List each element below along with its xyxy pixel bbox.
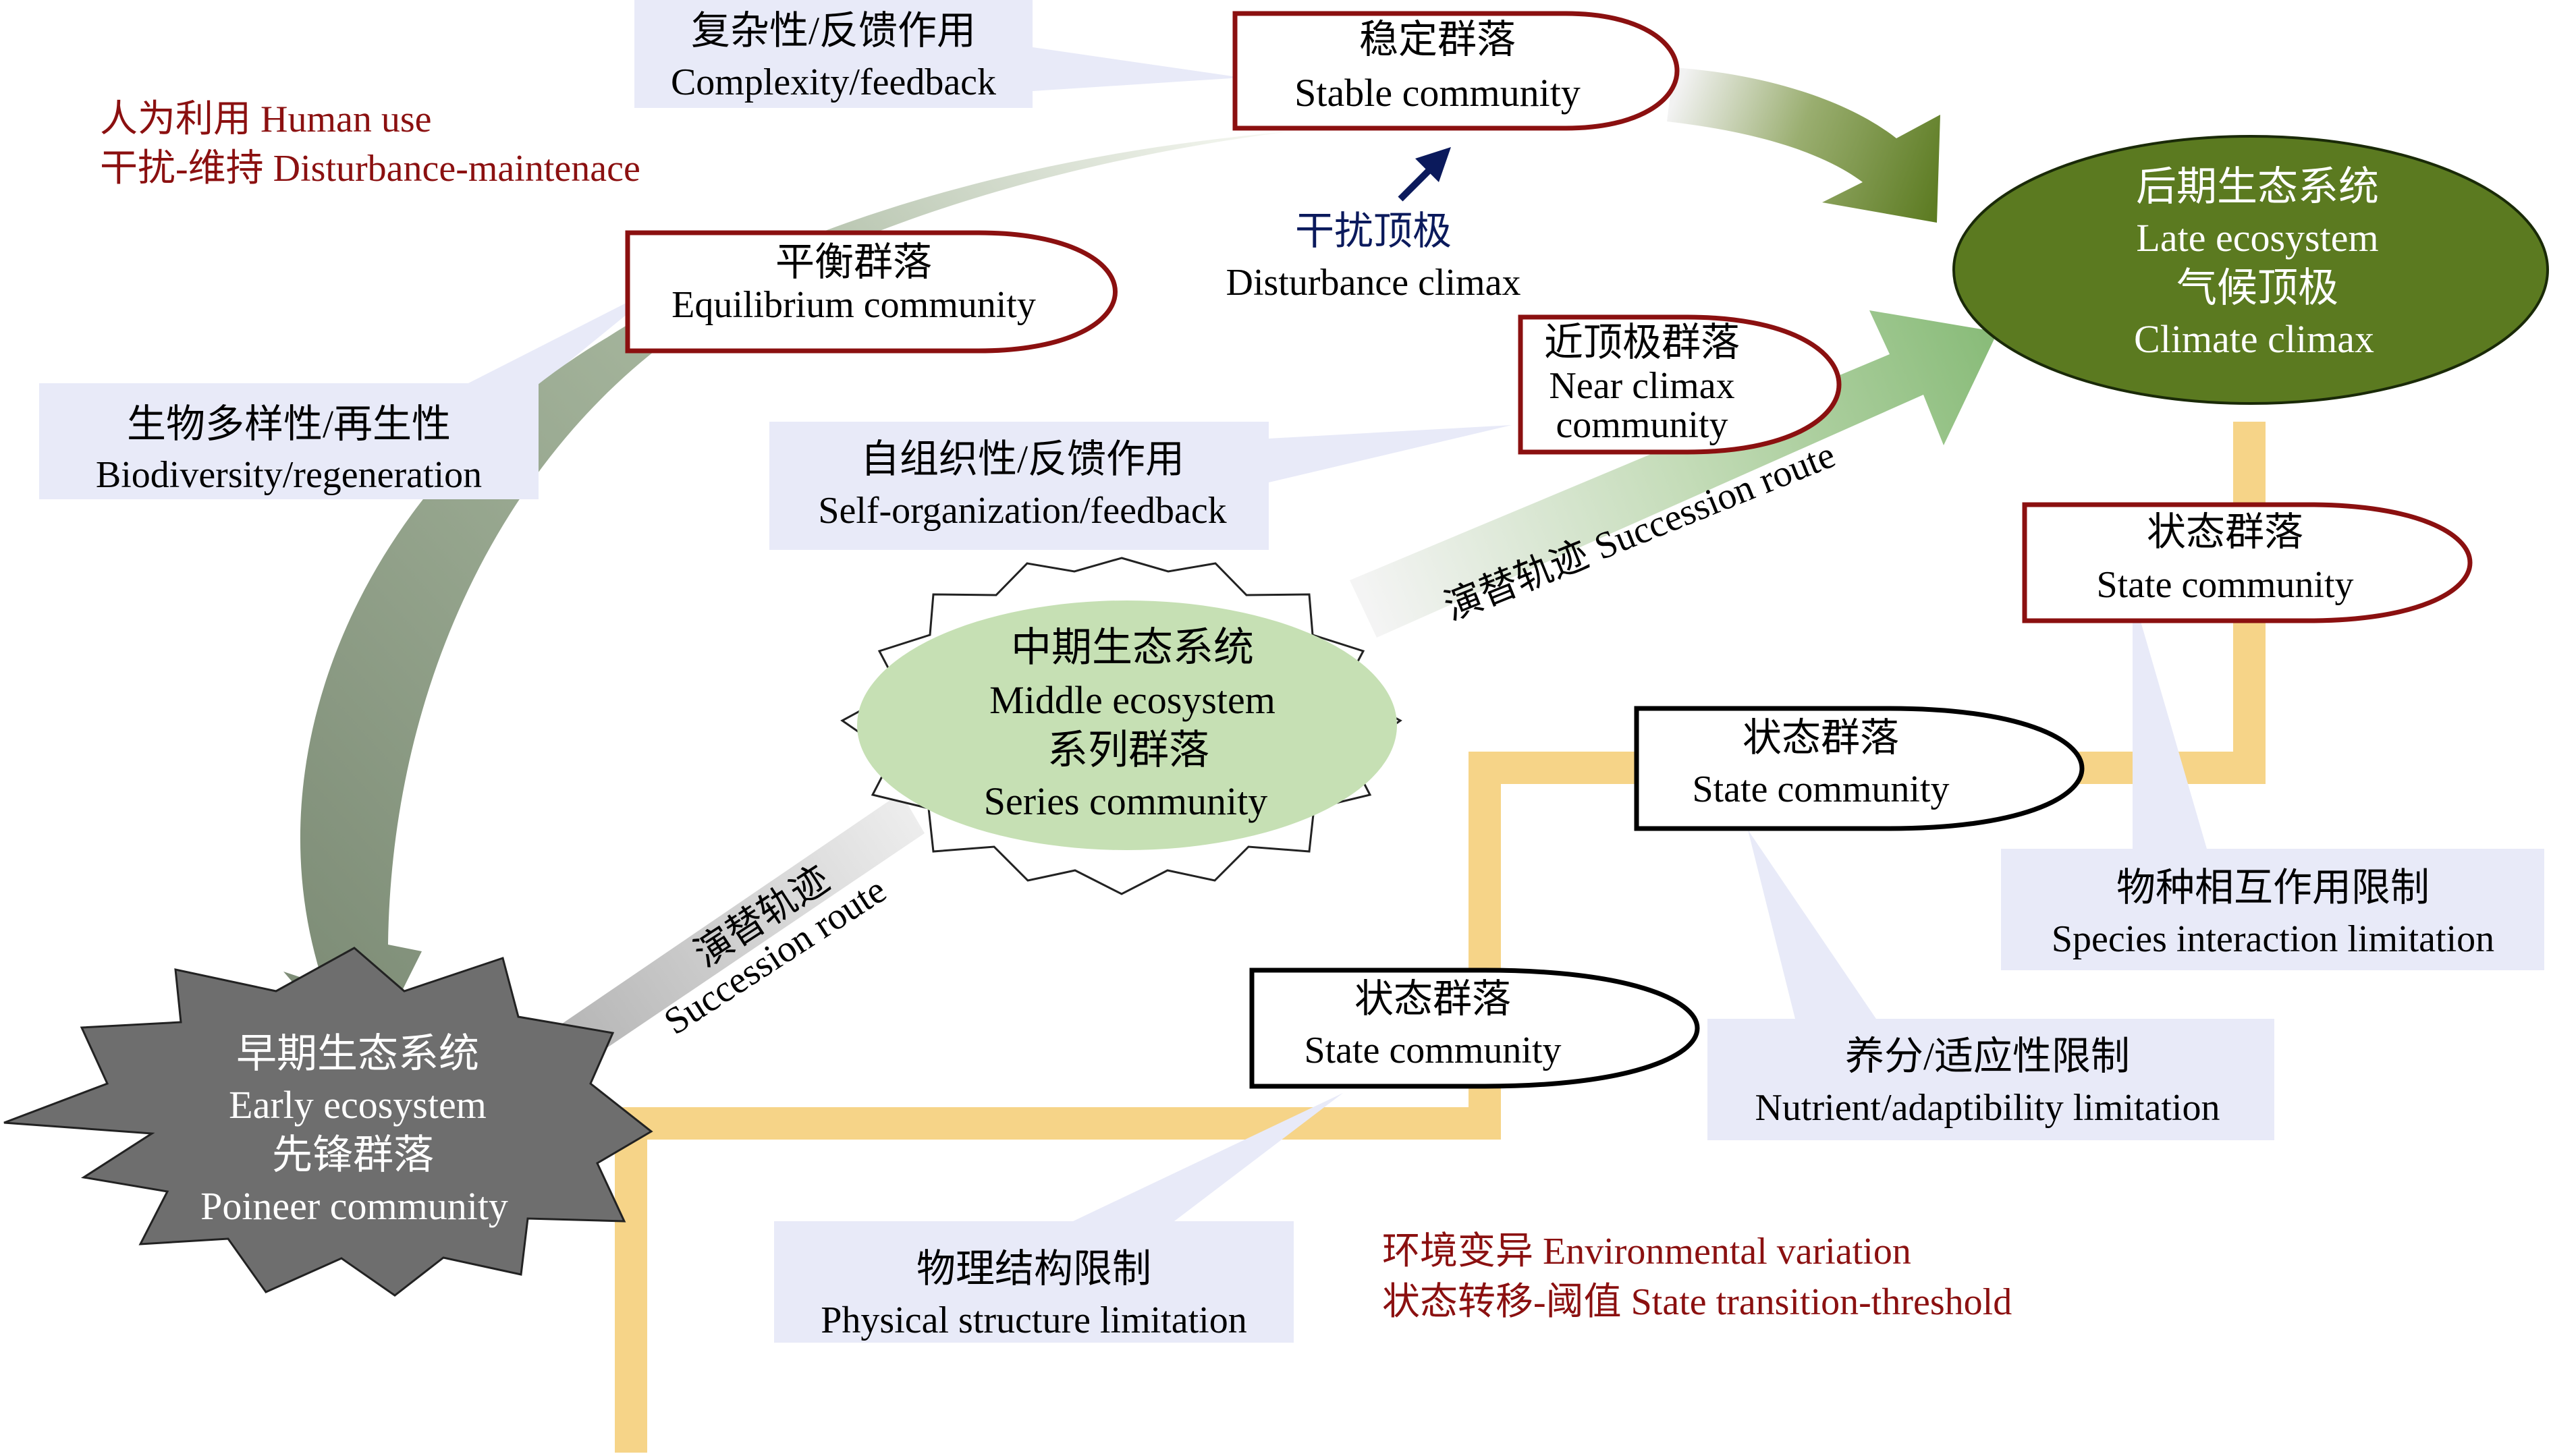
species-label-en: Species interaction limitation (2052, 918, 2494, 960)
near-climax-en2: community (1556, 404, 1728, 446)
middle-ecosystem-node (857, 600, 1397, 850)
late-ecosystem-zh2: 气候顶极 (2176, 266, 2338, 310)
selforg-callout-wedge (1269, 425, 1512, 482)
environmental-variation-staircase (615, 422, 2266, 1453)
near-climax-zh: 近顶极群落 (1544, 320, 1740, 364)
complexity-label-box (634, 0, 1033, 108)
equilibrium-community-shape (625, 230, 1118, 354)
disturbance-climax-en: Disturbance climax (1226, 262, 1521, 304)
biodiversity-label-box (39, 383, 539, 499)
near-climax-community-shape (1518, 314, 1842, 455)
succession-route-lower-band (520, 793, 925, 1086)
species-callout-wedge (2133, 594, 2207, 849)
disturbance-climax-zh: 干扰顶极 (1295, 209, 1452, 253)
state-community-mid-en: State community (1692, 768, 1949, 810)
environment-line2: 状态转移-阈值 State transition-threshold (1382, 1281, 2012, 1323)
early-ecosystem-zh2: 先锋群落 (272, 1133, 434, 1177)
late-ecosystem-node (1952, 135, 2549, 405)
stable-community-shape (1232, 11, 1680, 131)
state-community-low-en: State community (1304, 1030, 1561, 1071)
human-use-line2: 干扰-维持 Disturbance-maintenace (100, 148, 640, 190)
state-community-mid-shape (1634, 706, 2085, 831)
complexity-label-en: Complexity/feedback (671, 61, 996, 103)
state-community-top-zh: 状态群落 (2147, 510, 2303, 554)
middle-ecosystem-zh: 中期生态系统 (1011, 625, 1254, 670)
late-ecosystem-zh: 后期生态系统 (2136, 165, 2379, 209)
nutrient-callout-wedge (1748, 830, 1876, 1019)
biodiversity-callout-wedge (459, 283, 665, 388)
equilibrium-community-zh: 平衡群落 (775, 240, 932, 284)
nutrient-label-box (1707, 1019, 2274, 1140)
state-community-low-zh: 状态群落 (1354, 977, 1511, 1021)
nutrient-label-zh: 养分/适应性限制 (1845, 1034, 2130, 1078)
human-use-line1: 人为利用 Human use (100, 99, 432, 140)
disturbance-climax-arrowhead (1415, 147, 1451, 182)
species-label-box (2001, 849, 2544, 970)
physical-label-en: Physical structure limitation (821, 1299, 1246, 1341)
near-climax-en1: Near climax (1549, 365, 1734, 407)
stable-to-late-arrow (1667, 67, 1940, 223)
equilibrium-community-en: Equilibrium community (671, 284, 1036, 326)
physical-label-box (774, 1221, 1294, 1343)
late-ecosystem-en2: Climate climax (2134, 317, 2374, 361)
physical-label-zh: 物理结构限制 (916, 1247, 1151, 1291)
middle-ecosystem-en: Middle ecosystem (989, 678, 1276, 722)
selforg-label-box (769, 422, 1269, 550)
environment-line1: 环境变异 Environmental variation (1382, 1231, 1911, 1272)
state-community-top-en: State community (2096, 564, 2353, 606)
late-ecosystem-en: Late ecosystem (2136, 216, 2378, 260)
middle-ecosystem-zh2: 系列群落 (1047, 728, 1209, 773)
biodiversity-label-zh: 生物多样性/再生性 (127, 402, 451, 446)
physical-callout-wedge (1073, 1093, 1343, 1221)
stable-community-zh: 稳定群落 (1359, 18, 1516, 61)
early-ecosystem-starburst (3, 947, 653, 1297)
biodiversity-label-en: Biodiversity/regeneration (96, 454, 482, 496)
state-community-low-shape (1249, 968, 1700, 1089)
complexity-label-zh: 复杂性/反馈作用 (691, 9, 976, 53)
species-label-zh: 物种相互作用限制 (2116, 866, 2430, 909)
selforg-label-zh: 自组织性/反馈作用 (860, 437, 1184, 481)
early-ecosystem-zh: 早期生态系统 (236, 1032, 479, 1076)
complexity-callout-wedge (1033, 47, 1242, 91)
state-community-top-shape (2022, 502, 2473, 623)
selforg-label-en: Self-organization/feedback (818, 490, 1226, 532)
early-ecosystem-en2: Poineer community (200, 1184, 508, 1228)
middle-ecosystem-en2: Series community (984, 779, 1267, 823)
stable-community-en: Stable community (1294, 71, 1581, 115)
nutrient-label-en: Nutrient/adaptibility limitation (1755, 1087, 2220, 1129)
early-ecosystem-en: Early ecosystem (229, 1083, 487, 1127)
state-community-mid-zh: 状态群落 (1743, 716, 1899, 760)
